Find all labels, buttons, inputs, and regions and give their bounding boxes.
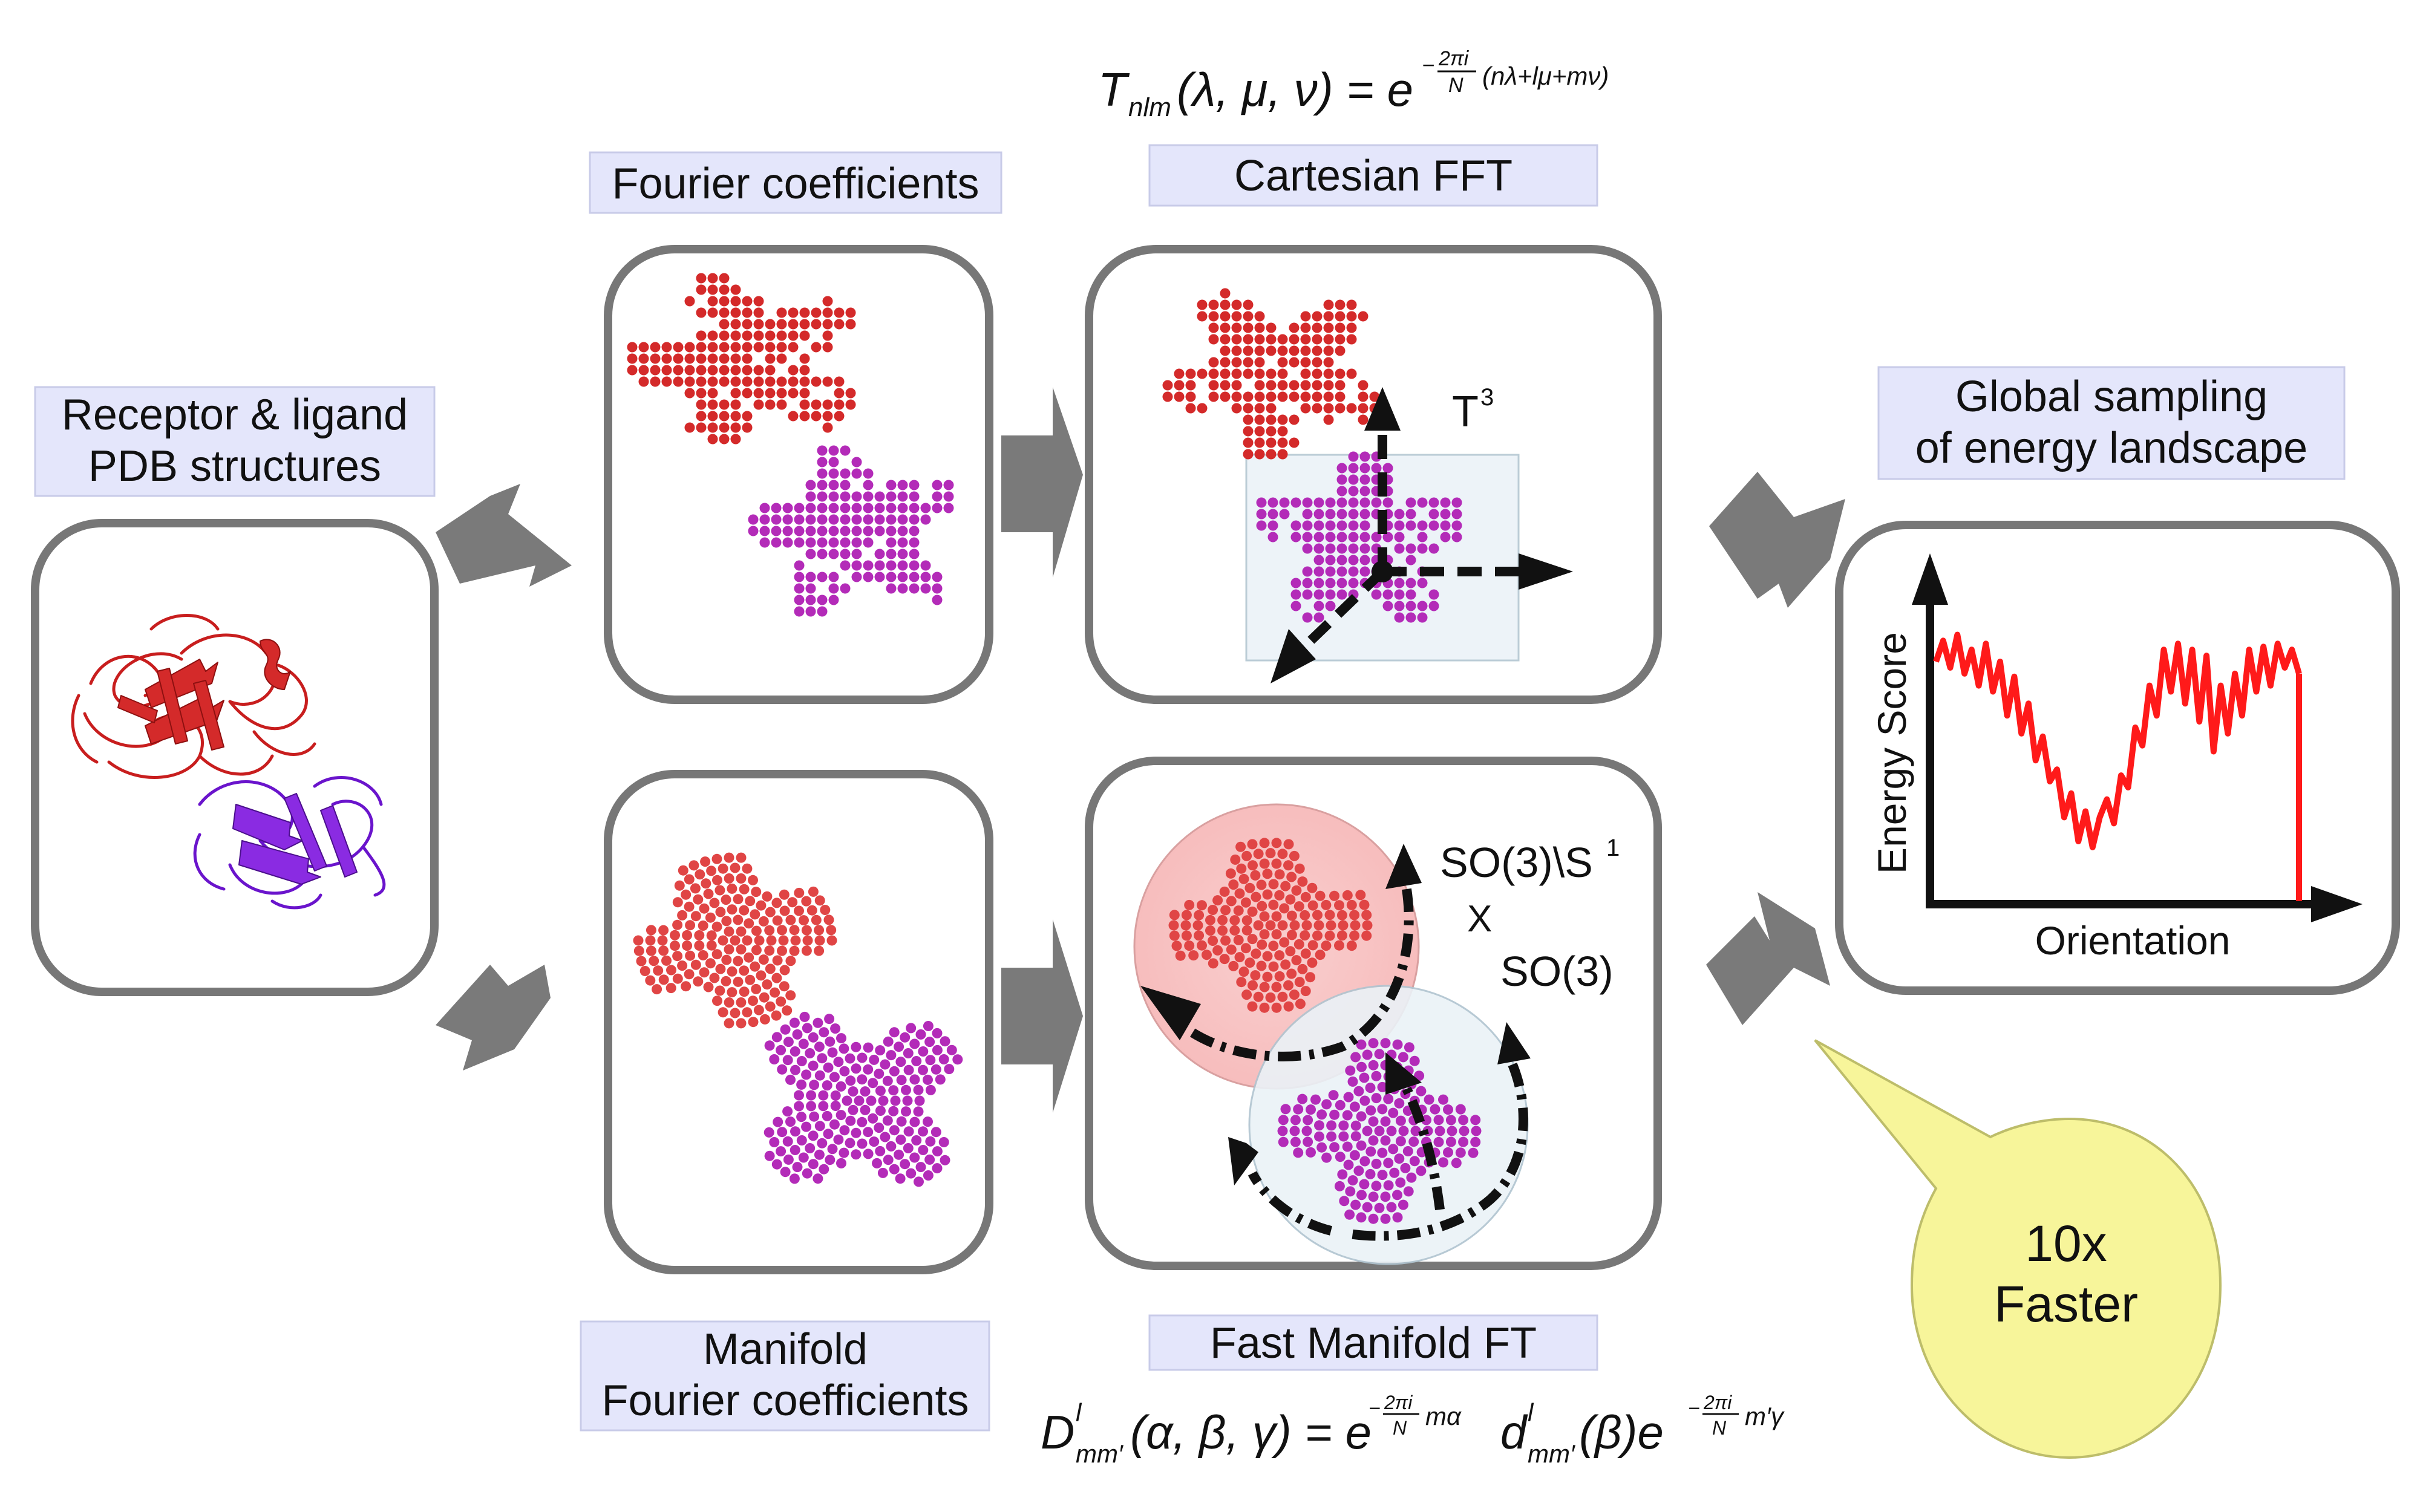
energy-curve	[1933, 631, 2302, 850]
cartesian-equation: T nlm (λ, μ, ν) = e − 2πi N (nλ+lμ+mν)	[1098, 47, 1609, 122]
eq-bot-exp1-den: N	[1393, 1417, 1407, 1439]
arrow-receptor-to-fourier	[436, 484, 572, 587]
times-label: X	[1467, 898, 1492, 940]
eq-top-args: (λ, μ, ν) = e	[1177, 63, 1413, 116]
eq-top-lhs: T	[1098, 63, 1130, 116]
eq-bot-lhs: D	[1041, 1406, 1074, 1459]
faster-label-line2: Faster	[1994, 1276, 2138, 1332]
panel-energy	[1835, 521, 2400, 995]
eq-bot-minus1: −	[1369, 1397, 1381, 1420]
ligand-density-fourier	[748, 445, 954, 617]
protein-structure	[71, 614, 386, 910]
receptor-density-manifold	[633, 852, 837, 1029]
arrow-manifold-to-fast	[1001, 919, 1083, 1113]
ligand-density-manifold	[764, 1011, 963, 1187]
receptor-density-fourier	[627, 273, 856, 445]
global-label-line2: of energy landscape	[1915, 424, 2307, 472]
label-global: Global sampling of energy landscape	[1877, 366, 2346, 480]
eq-bot-mid-sup: l	[1528, 1398, 1534, 1427]
faster-label-line1: 10x	[2025, 1215, 2107, 1272]
receptor-density-cartesian	[1162, 288, 1380, 460]
manifold-equation: D l mm′ (α, β, γ) = e − 2πi N mα d l mm′…	[1041, 1392, 1785, 1468]
t3-letter: T	[1452, 388, 1479, 436]
so3-s1-label: SO(3)\S	[1440, 839, 1593, 886]
eq-top-exp-tail: (nλ+lμ+mν)	[1482, 62, 1609, 90]
fourier-label: Fourier coefficients	[612, 160, 979, 208]
rotation-arrowheads	[1140, 844, 1531, 1185]
rotation-arrows	[1183, 888, 1528, 1241]
energy-axis-label: Energy Score	[1869, 632, 1914, 874]
global-label-line1: Global sampling	[1955, 373, 2268, 421]
manifold-label-line1: Manifold	[703, 1325, 868, 1374]
receptor-label-line1: Receptor & ligand	[62, 391, 408, 439]
so3-s1-superscript: 1	[1606, 835, 1620, 861]
rotation-group-labels: SO(3)\S 1 X SO(3)	[1440, 835, 1620, 995]
manifold-label-line2: Fourier coefficients	[602, 1377, 969, 1425]
eq-bot-mid-sub: mm′	[1528, 1439, 1576, 1468]
energy-y-arrowhead	[1912, 553, 1948, 605]
t3-label: T 3	[1452, 384, 1494, 436]
eq-bot-exp2-den: N	[1712, 1417, 1727, 1439]
eq-top-minus: −	[1422, 53, 1434, 77]
eq-bot-exp2-tail: m′γ	[1745, 1402, 1785, 1430]
receptor-sheets	[117, 639, 291, 751]
eq-bot-exp1-tail: mα	[1425, 1402, 1462, 1430]
eq-bot-exp2-num: 2πi	[1703, 1392, 1732, 1413]
eq-bot-minus2: −	[1688, 1397, 1700, 1420]
flow-arrows	[436, 387, 1845, 1113]
arrow-cartesian-to-energy	[1709, 472, 1845, 608]
eq-bot-mid-args: (β)e	[1579, 1406, 1664, 1459]
energy-chart: Energy Score Orientation	[1869, 553, 2363, 963]
label-fast-manifold: Fast Manifold FT	[1148, 1314, 1598, 1371]
eq-bot-mid: d	[1500, 1406, 1528, 1459]
arrow-fast-to-energy	[1706, 892, 1830, 1025]
arrow-receptor-to-manifold	[436, 965, 551, 1070]
label-manifold: Manifold Fourier coefficients	[580, 1320, 990, 1432]
eq-top-exp-num: 2πi	[1438, 47, 1470, 70]
cartesian-label: Cartesian FFT	[1234, 152, 1512, 200]
receptor-density-fast	[1168, 838, 1373, 1013]
t3-superscript: 3	[1480, 384, 1494, 411]
translation-axes	[1270, 387, 1573, 683]
eq-top-sub: nlm	[1128, 93, 1171, 122]
eq-top-exp-den: N	[1448, 74, 1463, 97]
ligand-density-fast	[1277, 1038, 1482, 1224]
eq-bot-args: (α, β, γ) = e	[1130, 1406, 1372, 1459]
label-cartesian: Cartesian FFT	[1148, 144, 1598, 207]
panel-receptor	[31, 519, 439, 996]
energy-x-arrowhead	[2311, 886, 2363, 922]
ligand-sheets	[232, 793, 358, 885]
ligand-density-cartesian	[1256, 451, 1462, 623]
fast-manifold-label: Fast Manifold FT	[1210, 1319, 1537, 1367]
label-receptor: Receptor & ligand PDB structures	[34, 386, 436, 497]
orientation-axis-label: Orientation	[2035, 918, 2231, 963]
so3-label: SO(3)	[1500, 948, 1614, 995]
label-fourier: Fourier coefficients	[589, 151, 1002, 214]
speed-bubble: 10x Faster	[1814, 1039, 2222, 1459]
receptor-label-line2: PDB structures	[88, 442, 381, 490]
eq-bot-exp1-num: 2πi	[1384, 1392, 1413, 1413]
eq-bot-sub: mm′	[1076, 1439, 1124, 1468]
panel-fourier	[604, 245, 993, 704]
arrow-fourier-to-cartesian	[1001, 387, 1083, 578]
eq-bot-sup: l	[1076, 1398, 1082, 1427]
